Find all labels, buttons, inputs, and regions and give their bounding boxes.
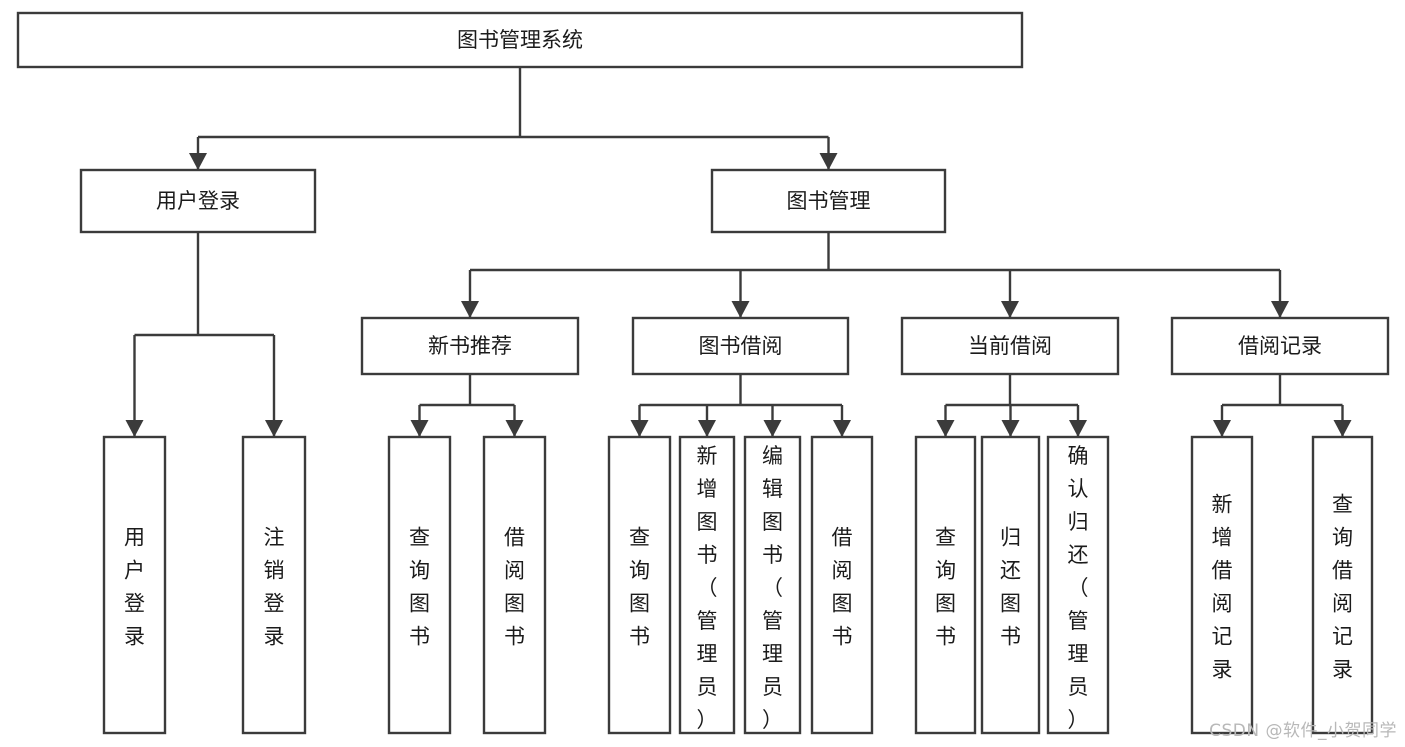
node-box[interactable]	[241, 435, 307, 735]
edge-group-book-borrow	[630, 374, 851, 437]
node-box[interactable]	[360, 316, 580, 376]
leaf-node-leaf-query-record[interactable]: 查询借阅记录	[1311, 435, 1374, 735]
leaf-node-leaf-add-record[interactable]: 新增借阅记录	[1190, 435, 1254, 735]
leaf-node-leaf-query-book-3[interactable]: 查询图书	[914, 435, 977, 735]
node-box[interactable]	[16, 11, 1024, 69]
node-box[interactable]	[631, 316, 850, 376]
node-box[interactable]	[810, 435, 874, 735]
node-label: 确认归还（管理员）	[1068, 444, 1089, 732]
level3-node-new-book-rec[interactable]: 新书推荐	[360, 316, 580, 376]
node-label: 图书管理系统	[457, 28, 583, 52]
level2-node-user-login[interactable]: 用户登录	[79, 168, 317, 234]
node-label: 当前借阅	[968, 334, 1052, 358]
node-box[interactable]	[678, 435, 736, 735]
leaf-node-leaf-user-login[interactable]: 用户登录	[102, 435, 167, 735]
node-box[interactable]	[482, 435, 547, 735]
node-label: 查询图书	[629, 526, 650, 649]
node-label: 图书管理	[787, 189, 871, 213]
node-label: 借阅图书	[504, 526, 525, 649]
node-box[interactable]	[900, 316, 1120, 376]
level3-node-borrow-record[interactable]: 借阅记录	[1170, 316, 1390, 376]
leaf-node-leaf-query-book-1[interactable]: 查询图书	[387, 435, 452, 735]
node-label: 用户登录	[156, 189, 240, 213]
node-label: 借阅记录	[1238, 334, 1322, 358]
node-box[interactable]	[79, 168, 317, 234]
node-label: 注销登录	[264, 526, 285, 649]
node-box[interactable]	[607, 435, 672, 735]
node-box[interactable]	[1311, 435, 1374, 735]
leaf-node-leaf-borrow-book-1[interactable]: 借阅图书	[482, 435, 547, 735]
node-label: 归还图书	[1000, 526, 1021, 649]
csdn-watermark: CSDN @软件_小贺同学	[1209, 721, 1397, 741]
node-label: 新增图书（管理员）	[697, 444, 718, 732]
edge-group-book-manage	[461, 232, 1289, 318]
node-box[interactable]	[914, 435, 977, 735]
connector-layer	[125, 67, 1352, 437]
node-box[interactable]	[710, 168, 947, 234]
root-node[interactable]: 图书管理系统	[16, 11, 1024, 69]
node-label: 查询图书	[935, 526, 956, 649]
edge-group-root	[189, 67, 838, 170]
node-box[interactable]	[1190, 435, 1254, 735]
leaf-node-leaf-user-logout[interactable]: 注销登录	[241, 435, 307, 735]
leaf-node-leaf-query-book-2[interactable]: 查询图书	[607, 435, 672, 735]
node-label: 用户登录	[124, 526, 145, 649]
leaf-node-leaf-confirm-return[interactable]: 确认归还（管理员）	[1046, 435, 1110, 735]
edge-group-new-book-rec	[410, 374, 524, 437]
level3-node-current-borrow[interactable]: 当前借阅	[900, 316, 1120, 376]
level3-node-book-borrow[interactable]: 图书借阅	[631, 316, 850, 376]
node-box[interactable]	[1170, 316, 1390, 376]
level2-node-book-manage[interactable]: 图书管理	[710, 168, 947, 234]
edge-group-borrow-record	[1213, 374, 1352, 437]
leaf-node-leaf-return-book[interactable]: 归还图书	[980, 435, 1041, 735]
edge-group-current-borrow	[936, 374, 1087, 437]
edge-group-user-login	[125, 232, 283, 437]
node-box[interactable]	[102, 435, 167, 735]
node-label: 查询借阅记录	[1332, 493, 1353, 682]
node-label: 查询图书	[409, 526, 430, 649]
leaf-node-leaf-borrow-book-2[interactable]: 借阅图书	[810, 435, 874, 735]
node-label: 新增借阅记录	[1212, 493, 1233, 682]
node-box[interactable]	[1046, 435, 1110, 735]
node-label: 编辑图书（管理员）	[762, 444, 783, 732]
node-layer: 图书管理系统用户登录图书管理新书推荐图书借阅当前借阅借阅记录用户登录注销登录查询…	[16, 11, 1390, 735]
leaf-node-leaf-edit-book[interactable]: 编辑图书（管理员）	[743, 435, 802, 735]
node-box[interactable]	[980, 435, 1041, 735]
node-box[interactable]	[743, 435, 802, 735]
node-label: 图书借阅	[699, 334, 783, 358]
leaf-node-leaf-add-book[interactable]: 新增图书（管理员）	[678, 435, 736, 735]
node-label: 借阅图书	[832, 526, 853, 649]
node-label: 新书推荐	[428, 334, 512, 358]
node-box[interactable]	[387, 435, 452, 735]
